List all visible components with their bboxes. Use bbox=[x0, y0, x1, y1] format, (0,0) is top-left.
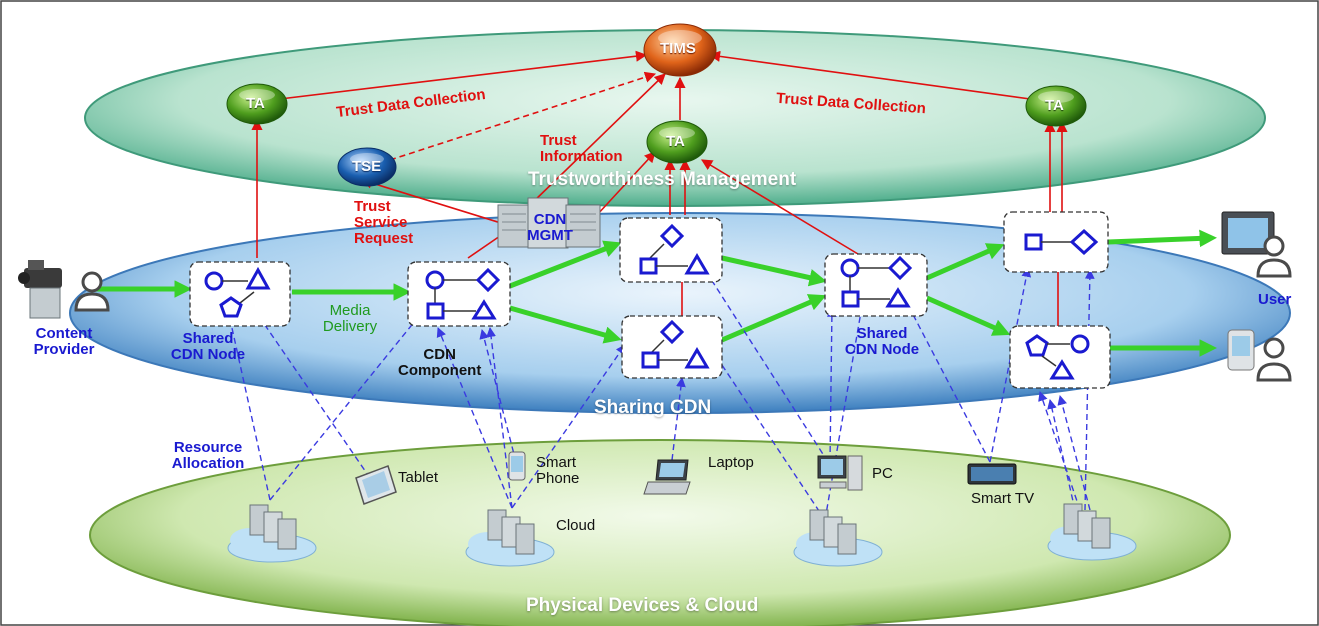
tse-label: TSE bbox=[352, 158, 382, 175]
cloud-server-3 bbox=[793, 509, 883, 567]
cdn-node-lower-middle bbox=[621, 315, 723, 379]
ta-label-right: TA bbox=[1045, 97, 1064, 114]
smart-tv-label: Smart TV bbox=[971, 490, 1035, 507]
user-label: User bbox=[1258, 291, 1292, 308]
media-delivery-label: Media Delivery bbox=[322, 302, 378, 335]
shared-cdn-node-left-label: Shared CDN Node bbox=[170, 330, 246, 363]
resource-allocation-label: Resource Allocation bbox=[171, 439, 245, 472]
user-monitor-icon bbox=[1221, 211, 1275, 255]
cdn-component-label: CDN Component bbox=[398, 346, 482, 379]
smart-phone-label: Smart Phone bbox=[536, 454, 580, 487]
smartphone-icon bbox=[508, 451, 526, 481]
smart-tv-icon bbox=[967, 463, 1017, 485]
delivery-arrows bbox=[95, 229, 1217, 357]
ta-node-center-icon bbox=[646, 120, 708, 164]
content-provider-person-icon bbox=[74, 271, 110, 312]
trust-information-label: Trust Information bbox=[540, 132, 623, 165]
physical-layer-title: Physical Devices & Cloud bbox=[526, 595, 759, 616]
cloud-label: Cloud bbox=[556, 517, 596, 534]
cdn-node-shared-2 bbox=[824, 253, 928, 317]
content-provider-camera-icon bbox=[18, 260, 62, 319]
trust-layer-title: Trustworthiness Management bbox=[528, 169, 797, 190]
cloud-server-4 bbox=[1047, 503, 1137, 561]
cloud-server-2 bbox=[465, 509, 555, 567]
ta-node-left-icon bbox=[226, 83, 288, 125]
user-phone-icon bbox=[1227, 329, 1255, 371]
cdn-node-edge-upper bbox=[1003, 211, 1109, 273]
tims-node-icon bbox=[643, 23, 717, 77]
trust-service-request-label: Trust Service Request bbox=[354, 198, 414, 247]
cdn-node-shared-1 bbox=[189, 261, 291, 327]
tims-label: TIMS bbox=[660, 40, 696, 57]
cdn-node-component bbox=[407, 261, 511, 327]
cdn-layer-title: Sharing CDN bbox=[594, 397, 712, 418]
tablet-label: Tablet bbox=[398, 469, 439, 486]
ta-label-center: TA bbox=[666, 133, 685, 150]
cdn-node-upper-middle bbox=[619, 217, 723, 283]
cdn-mgmt-label: CDN MGMT bbox=[527, 211, 573, 244]
laptop-label: Laptop bbox=[708, 454, 754, 471]
ta-label-left: TA bbox=[246, 95, 265, 112]
cloud-server-1 bbox=[227, 504, 317, 563]
cdn-layer bbox=[69, 212, 1291, 414]
resource-arrows bbox=[225, 261, 1095, 521]
cdn-node-edge-lower bbox=[1009, 325, 1111, 389]
pc-label: PC bbox=[872, 465, 893, 482]
content-provider-label: Content Provider bbox=[33, 325, 95, 358]
user-person-icon-bottom bbox=[1256, 337, 1292, 382]
shared-cdn-node-right-label: Shared CDN Node bbox=[844, 325, 920, 358]
tse-node-icon bbox=[337, 147, 397, 187]
cdn-mgmt-server-icon bbox=[497, 197, 601, 249]
tablet-icon bbox=[355, 465, 397, 505]
laptop-icon bbox=[643, 459, 691, 495]
pc-icon bbox=[817, 455, 863, 491]
trust-arrows bbox=[251, 50, 1068, 326]
user-person-icon-top bbox=[1256, 235, 1292, 278]
ta-node-right-icon bbox=[1025, 85, 1087, 127]
